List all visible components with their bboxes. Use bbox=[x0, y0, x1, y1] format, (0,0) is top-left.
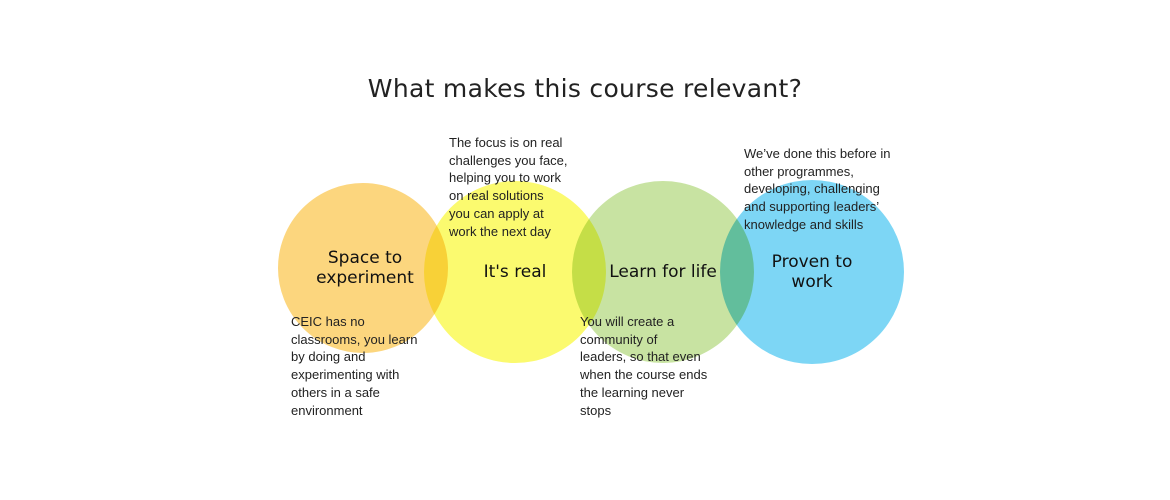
diagram-title: What makes this course relevant? bbox=[367, 74, 803, 103]
circle-proven-to-work bbox=[720, 180, 904, 364]
label-its-real: It's real bbox=[483, 262, 547, 282]
description-proven-to-work: We’ve done this before in other programm… bbox=[744, 146, 891, 232]
description-its-real: The focus is on real challenges you face… bbox=[449, 135, 568, 239]
label-proven-to-work: Proven to work bbox=[771, 252, 853, 292]
label-space-to-experiment: Space to experiment bbox=[316, 248, 414, 288]
description-space-to-experiment: CEIC has no classrooms, you learn by doi… bbox=[291, 314, 418, 418]
description-learn-for-life: You will create a community of leaders, … bbox=[580, 314, 708, 418]
label-learn-for-life: Learn for life bbox=[609, 262, 717, 282]
circle-learn-for-life bbox=[572, 181, 754, 363]
circle-its-real bbox=[424, 181, 606, 363]
